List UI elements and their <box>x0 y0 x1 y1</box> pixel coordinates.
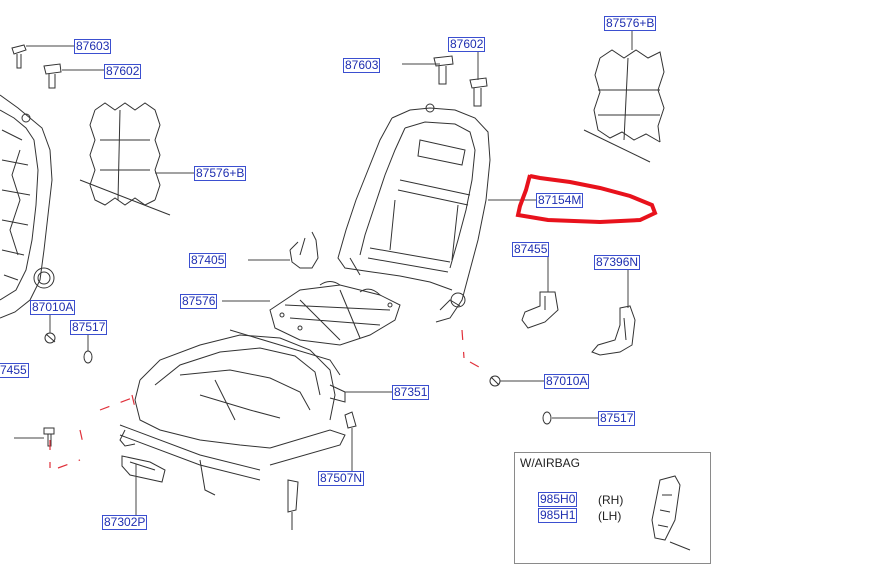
pin-87603-center <box>433 55 454 85</box>
airbag-side-lh: (LH) <box>598 509 622 523</box>
clip-87507n <box>344 411 357 429</box>
seat-back-spring-right <box>583 49 665 163</box>
label-87603-left[interactable]: 87603 <box>74 39 112 54</box>
label-87405[interactable]: 87405 <box>189 253 227 268</box>
pin-87603-left <box>11 44 27 69</box>
seat-cushion-frame <box>119 329 346 496</box>
label-87455-center[interactable]: 87455 <box>512 242 550 257</box>
label-87351[interactable]: 87351 <box>392 385 430 400</box>
label-87517-center[interactable]: 87517 <box>598 411 636 426</box>
label-87517-left[interactable]: 87517 <box>70 320 108 335</box>
cap-87517-center <box>542 411 552 425</box>
label-87576[interactable]: 87576 <box>180 294 218 309</box>
red-dashed-lines <box>49 329 489 469</box>
seat-exploded-diagram <box>0 28 691 551</box>
bracket-87396n <box>591 305 636 356</box>
label-87455-left[interactable]: 7455 <box>0 363 29 378</box>
bolt-left <box>43 427 55 447</box>
label-87602-left[interactable]: 87602 <box>104 64 142 79</box>
bracket-87455 <box>521 291 559 329</box>
airbag-side-rh: (RH) <box>598 493 624 507</box>
leader-lines <box>14 28 633 516</box>
label-87010a-center[interactable]: 87010A <box>544 374 590 389</box>
grommet-87010a-center <box>489 375 501 387</box>
label-87576b-left[interactable]: 87576+B <box>194 166 247 181</box>
airbag-title: W/AIRBAG <box>520 456 581 470</box>
highlight-circle <box>515 174 658 225</box>
left-seat-back-partial <box>0 94 55 319</box>
airbag-module <box>651 475 691 551</box>
label-87507n[interactable]: 87507N <box>318 471 365 486</box>
label-87603-center[interactable]: 87603 <box>343 58 381 73</box>
label-87576b-right[interactable]: 87576+B <box>604 16 657 31</box>
label-87154m[interactable]: 87154M <box>536 193 584 208</box>
seat-back-frame <box>337 103 491 323</box>
pin-87602-left <box>43 63 62 89</box>
label-985h1[interactable]: 985H1 <box>538 508 578 523</box>
cover-strip-bottom <box>287 479 299 530</box>
seat-back-spring-left <box>79 102 171 216</box>
label-985h0[interactable]: 985H0 <box>538 492 578 507</box>
cushion-spring-mat <box>269 281 401 346</box>
label-87302p[interactable]: 87302P <box>102 515 148 530</box>
cap-87517-left <box>83 350 93 364</box>
grommet-87010a-left <box>44 332 56 344</box>
pin-87602-center <box>469 77 488 107</box>
label-87602-center[interactable]: 87602 <box>448 37 486 52</box>
bracket-87405 <box>289 231 319 269</box>
label-87010a-left[interactable]: 87010A <box>30 300 76 315</box>
label-87396n[interactable]: 87396N <box>594 255 641 270</box>
rail-cover-87302p <box>121 455 166 483</box>
